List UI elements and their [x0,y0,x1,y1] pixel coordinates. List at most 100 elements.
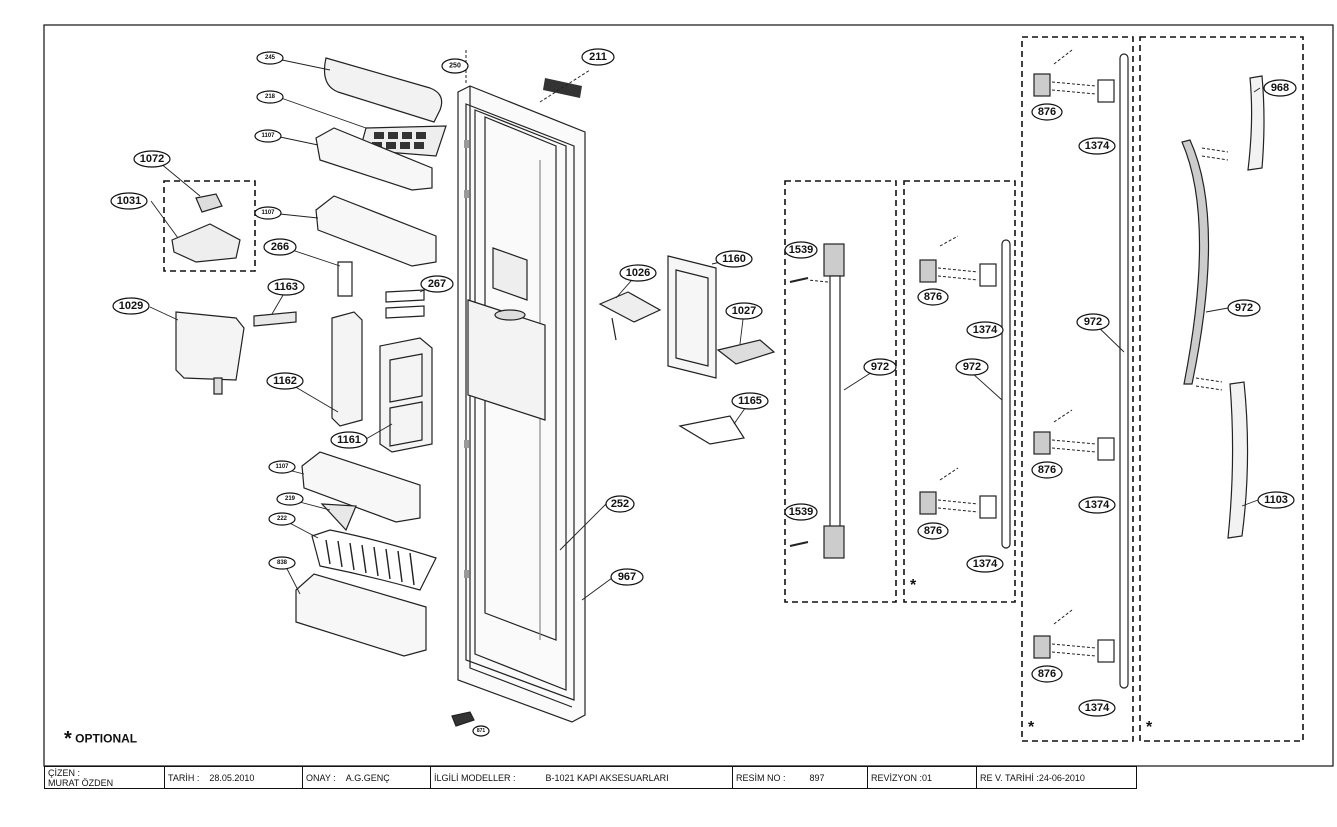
rev-date-cell: RE V. TARİHİ :24-06-2010 [977,767,1136,788]
title-block: ÇİZEN : MURAT ÖZDEN TARİH : 28.05.2010 O… [44,766,1137,789]
group-box-1031 [163,180,256,272]
callout-1165: 1165 [738,395,762,407]
callout-1539-top: 1539 [789,244,813,256]
door-shelf-2 [315,195,437,267]
revision-cell: REVİZYON :01 [868,767,977,788]
callout-1026: 1026 [626,267,650,279]
optional-label: OPTIONAL [75,731,138,746]
callout-1107-bottom: 1107 [275,464,289,470]
drawn-by-value: MURAT ÖZDEN [48,777,114,788]
door-shelf-3 [301,451,421,523]
models-cell: İLGİLİ MODELLER : B-1021 KAPI AKSESUARLA… [431,767,733,788]
callout-972-group-d: 972 [1235,302,1253,314]
approved-value: A.G.GENÇ [345,772,390,783]
rev-date-value: RE V. TARİHİ :24-06-2010 [980,772,1085,783]
callout-1162: 1162 [273,375,297,387]
drawing-no-label: RESİM NO : [736,772,786,783]
date-value: 28.05.2010 [209,772,255,783]
drawn-by-label: ÇİZEN : [48,767,81,778]
callout-1029: 1029 [119,300,143,312]
callout-1374-group-c-middle: 1374 [1085,499,1110,511]
callout-222: 222 [277,516,288,522]
callout-876-group-b-top: 876 [924,291,942,303]
door-liner [457,85,586,723]
ice-tray-cover [323,57,443,123]
part-1031 [171,223,241,263]
callout-876-group-c-top: 876 [1038,106,1056,118]
dispenser-frame-1160 [667,255,717,379]
part-1161 [379,337,433,453]
part-1162 [331,311,363,427]
optional-star-group-d: * [1146,719,1153,736]
models-value: B-1021 KAPI AKSESUARLARI [545,772,669,783]
handle-assembly-d [1181,75,1265,539]
group-box-handle-d [1139,36,1304,742]
drawing-no-value: 897 [809,772,825,783]
approved-cell: ONAY : A.G.GENÇ [303,767,431,788]
callout-1163: 1163 [274,281,298,293]
optional-star-group-b: * [910,577,917,594]
callout-1374-group-b-top: 1374 [973,324,998,336]
callout-1160: 1160 [722,253,746,265]
callout-219: 219 [285,496,296,502]
callout-871: 871 [477,728,486,734]
bottle-guard [311,529,437,591]
date-cell: TARİH : 28.05.2010 [165,767,303,788]
handle-assembly-a [789,243,845,559]
callout-972-group-b: 972 [963,361,981,373]
callout-967: 967 [618,571,636,583]
callout-968: 968 [1271,82,1289,94]
tray-1165 [678,415,745,445]
optional-star-group-c: * [1028,719,1035,736]
handle-assembly-c [1033,53,1129,689]
group-box-handle-a [784,180,897,603]
drawing-no-cell: RESİM NO : 897 [733,767,868,788]
callout-876-group-b-bottom: 876 [924,525,942,537]
callout-876-group-c-middle: 876 [1038,464,1056,476]
callout-211: 211 [589,51,607,63]
callout-1107-middle: 1107 [261,210,275,216]
callout-1027: 1027 [732,305,756,317]
callout-267: 267 [428,278,446,290]
date-label: TARİH : [168,772,200,783]
part-1163 [253,311,297,327]
callout-252: 252 [611,498,629,510]
models-label: İLGİLİ MODELLER : [434,772,516,783]
callout-972-group-a: 972 [871,361,889,373]
callout-266: 266 [271,241,289,253]
optional-star: * [64,728,72,750]
part-1072 [195,193,223,213]
callout-218: 218 [265,94,276,100]
callout-1374-group-b-bottom: 1374 [973,558,998,570]
callout-245: 245 [265,55,276,61]
bottom-bin [295,573,427,657]
callout-1539-bottom: 1539 [789,506,813,518]
group-box-handle-b [903,180,1016,603]
part-266 [337,261,353,297]
handle-assembly-b [919,239,1011,549]
part-871 [451,711,475,727]
callout-1107-top: 1107 [261,133,275,139]
callout-1374-group-c-top: 1374 [1085,140,1110,152]
callout-876-group-c-bottom: 876 [1038,668,1056,680]
dispenser-part-1026 [598,291,662,323]
ice-bucket [175,311,245,381]
revision-value: REVİZYON :01 [871,772,933,783]
callout-1103: 1103 [1264,494,1288,506]
callout-1161: 1161 [337,434,361,446]
group-box-handle-c [1021,36,1134,742]
drip-tray-1027 [716,339,776,365]
callout-1072: 1072 [140,153,164,165]
callout-250: 250 [449,63,461,70]
approved-label: ONAY : [306,772,336,783]
callout-1031: 1031 [117,195,141,207]
shelf-clip [320,503,357,532]
part-267 [385,289,425,319]
callout-972-group-c: 972 [1084,316,1102,328]
callout-1374-group-c-bottom: 1374 [1085,702,1110,714]
optional-note: * OPTIONAL [64,728,137,751]
drawn-by-cell: ÇİZEN : MURAT ÖZDEN [45,767,165,788]
door-shelf-1 [315,127,433,191]
callout-838: 838 [277,560,288,566]
